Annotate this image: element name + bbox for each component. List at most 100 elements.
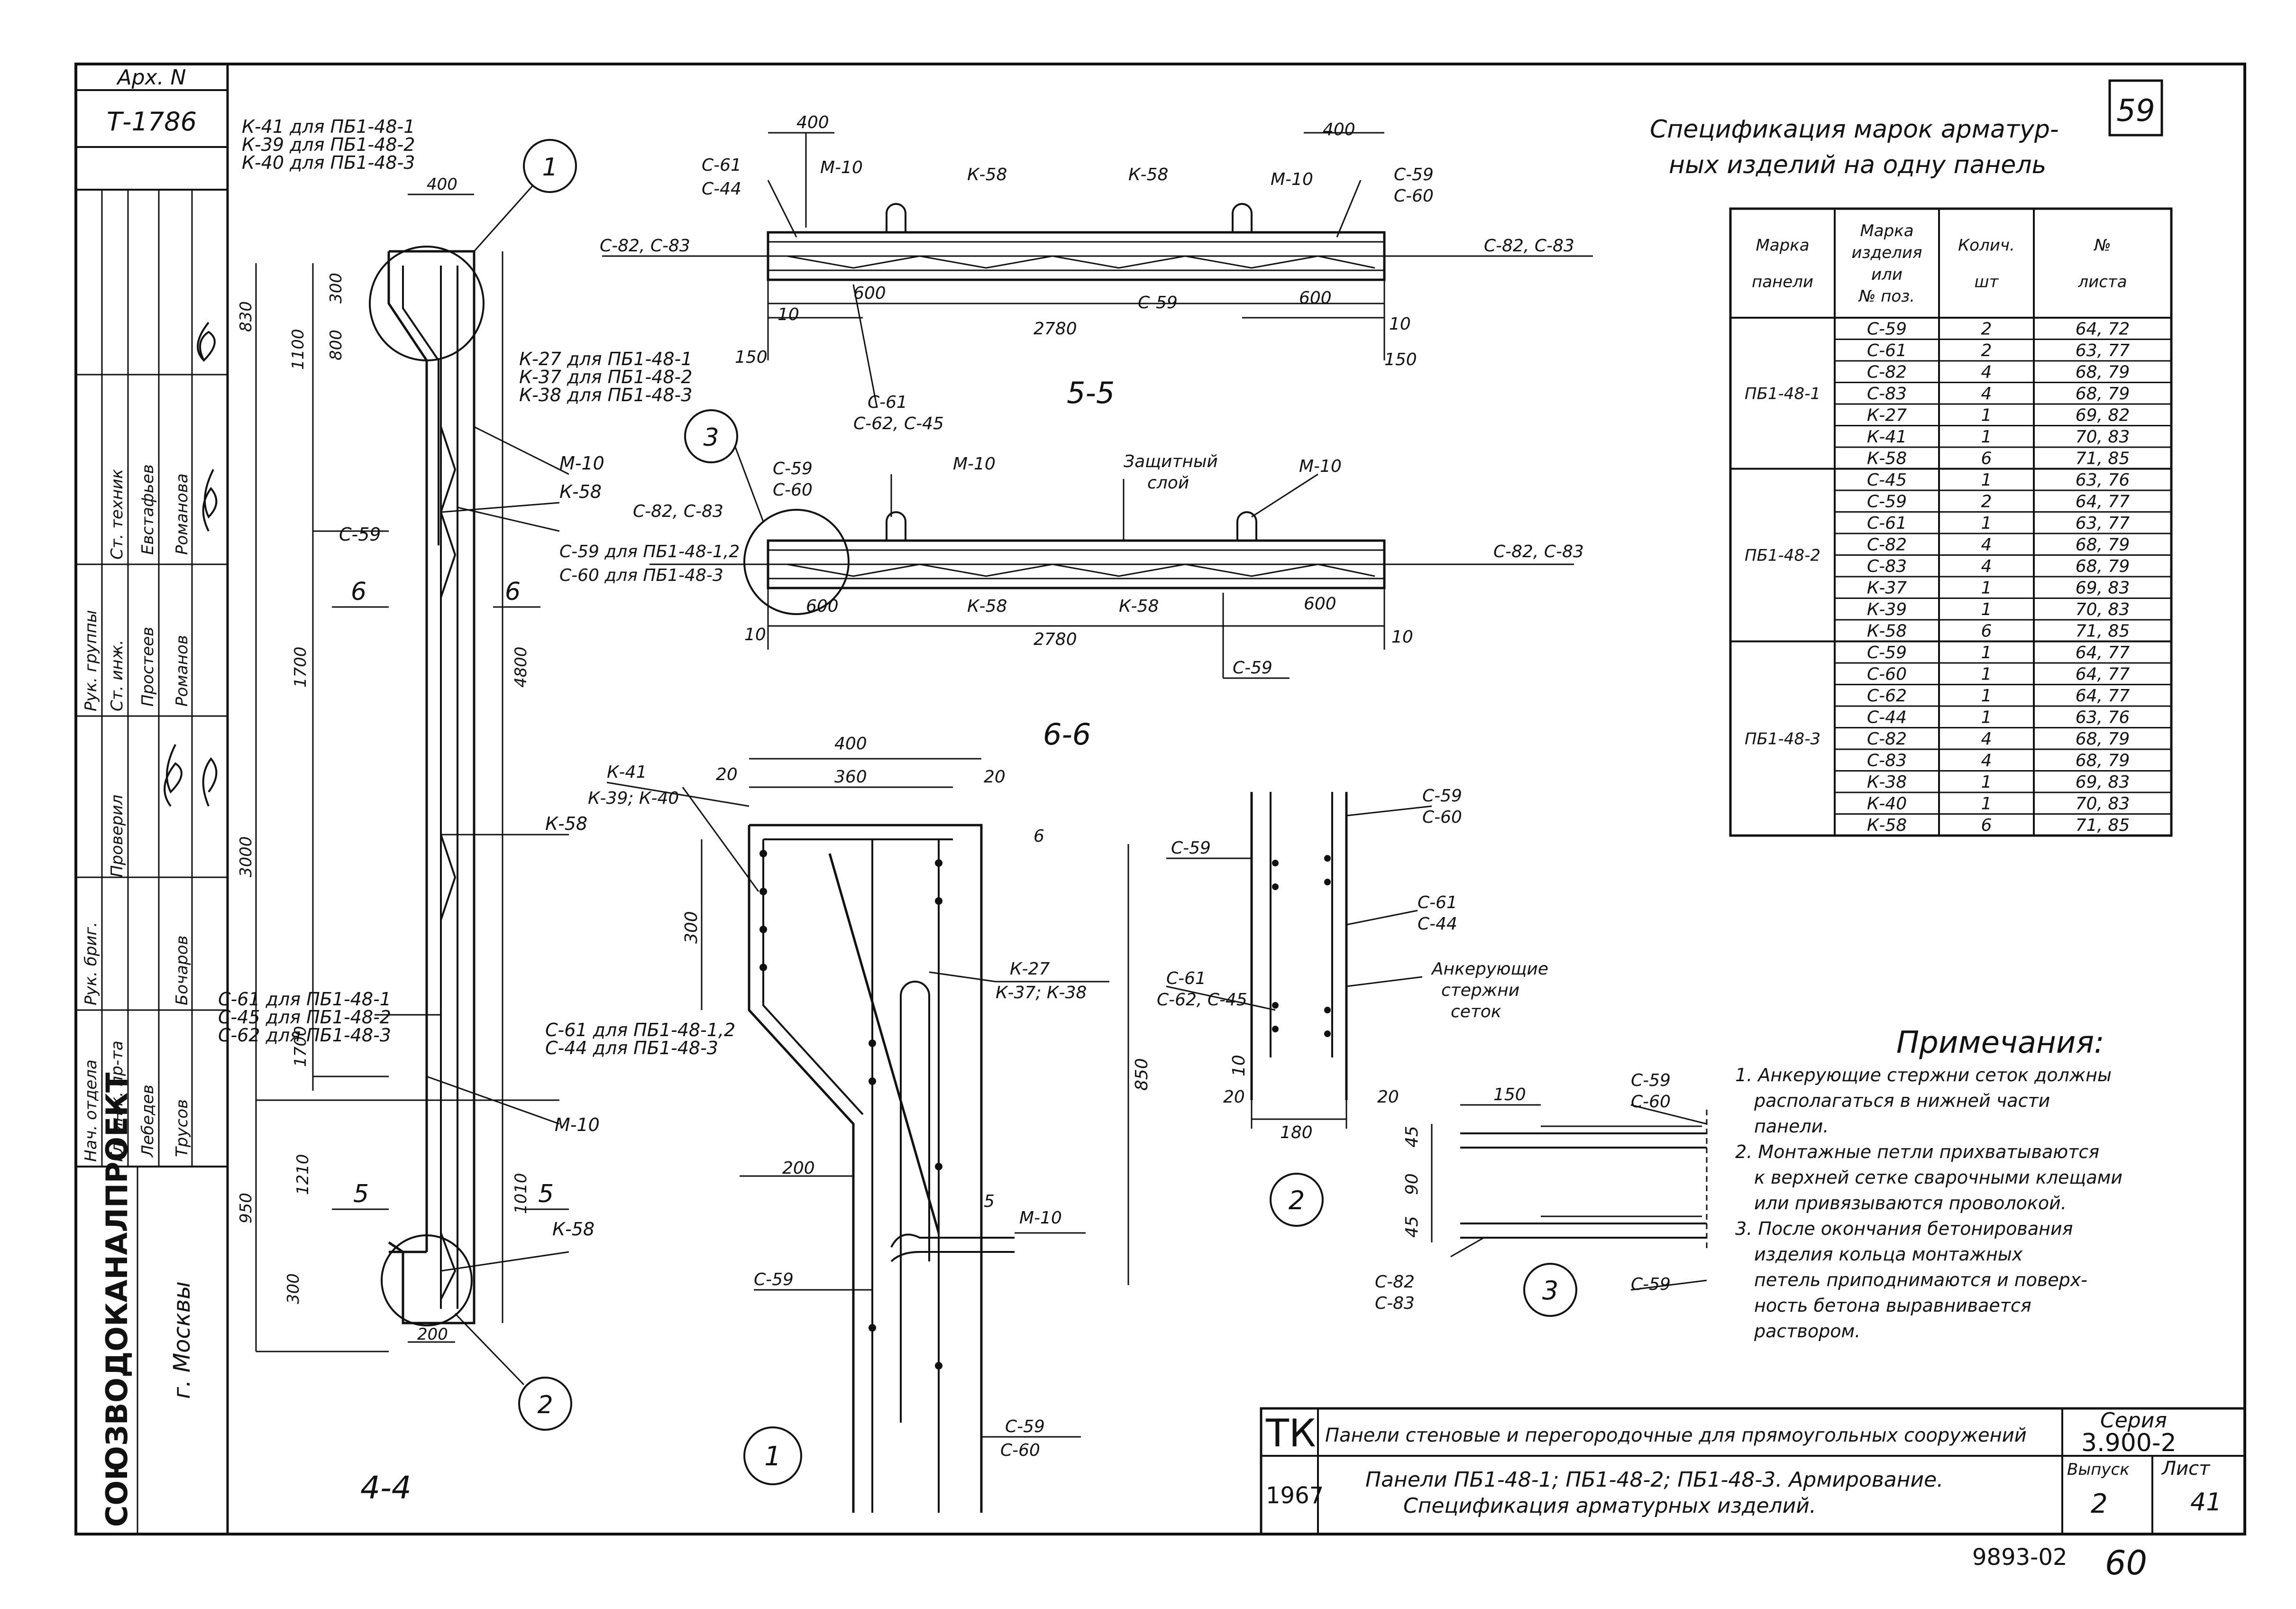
- tb-series: 3.900-2: [2081, 1429, 2177, 1457]
- spec-cell: С-59: [1867, 320, 1907, 339]
- dim-10: 10: [744, 625, 766, 644]
- view-title-4-4: 4-4: [360, 1470, 412, 1506]
- circle-3-detail: 3: [1542, 1276, 1558, 1306]
- label-c59: С-59: [773, 459, 813, 478]
- dim-20: 20: [716, 765, 738, 784]
- spec-cell: 1: [1981, 794, 1992, 814]
- dim-45: 45: [1402, 1126, 1422, 1148]
- tb-title: Панели стеновые и перегородочные для пря…: [1325, 1425, 2027, 1446]
- dim-400: 400: [427, 175, 457, 194]
- tb-series-label: Серия: [2100, 1408, 2167, 1433]
- dim-90: 90: [1402, 1173, 1422, 1195]
- spec-title: ных изделий на одну панель: [1669, 151, 2046, 179]
- signatures: [164, 322, 218, 807]
- spec-cell: 1: [1981, 772, 1992, 792]
- spec-cell: 2: [1981, 320, 1992, 339]
- label-c44: С-44: [1418, 914, 1457, 934]
- tb-sheet: 41: [2190, 1488, 2222, 1517]
- spec-cell: 2: [1981, 492, 1992, 512]
- stamp-name: Простеев: [138, 627, 157, 707]
- detail-1: [606, 758, 1129, 1513]
- archive-label: Арх. N: [116, 65, 186, 90]
- stamp-name: Бочаров: [173, 936, 192, 1005]
- section-mark-5: 5: [538, 1180, 554, 1208]
- section-6: 6-6: [351, 599, 352, 600]
- dim-1010: 1010: [512, 1173, 531, 1214]
- sheet-number-box: [2108, 79, 2163, 137]
- spec-cell: 2: [1981, 341, 1992, 360]
- section-mark-5: 5: [353, 1180, 369, 1208]
- spec-panel-mark: ПБ1-48-1: [1745, 384, 1820, 403]
- spec-cell: 64, 77: [2076, 686, 2130, 706]
- spec-header-cell: Колич.шт: [1958, 236, 2015, 292]
- spec-cell: 70, 83: [2076, 427, 2130, 447]
- dim-200: 200: [782, 1158, 815, 1178]
- dim-600: 600: [1299, 288, 1332, 308]
- circle-1: 1: [542, 153, 558, 182]
- spec-cell: 4: [1981, 384, 1992, 404]
- label-k58: К-58: [552, 1219, 595, 1240]
- dim-45: 45: [1402, 1216, 1422, 1238]
- spec-cell: 68, 79: [2076, 751, 2130, 771]
- sheet-number: 59: [2116, 93, 2155, 129]
- section-mark-6: 6: [505, 578, 521, 606]
- dim-10: 10: [1229, 1055, 1249, 1076]
- label-k58: К-58: [1128, 165, 1168, 184]
- note-line: раствором.: [1754, 1321, 1860, 1342]
- spec-cell: 1: [1981, 600, 1992, 619]
- spec-cell: С-60: [1867, 665, 1907, 684]
- note-line: петель приподнимаются и поверх-: [1754, 1269, 2087, 1290]
- label-k27: К-27: [1010, 959, 1050, 979]
- spec-cell: 4: [1981, 363, 1992, 382]
- dim-10: 10: [1391, 627, 1413, 647]
- label-k40: К-40 для ПБ1-48-3: [242, 152, 415, 173]
- dim-4800: 4800: [512, 646, 531, 688]
- spec-cell: С-83: [1867, 384, 1907, 404]
- dim-180: 180: [1280, 1123, 1313, 1142]
- tb-desc: Спецификация арматурных изделий.: [1403, 1494, 1816, 1518]
- spec-cell: 64, 77: [2076, 492, 2130, 512]
- dim-5: 5: [984, 1192, 995, 1211]
- spec-cell: 71, 85: [2076, 449, 2130, 469]
- dim-300: 300: [327, 273, 346, 303]
- label-c60: С-60: [1000, 1441, 1040, 1460]
- spec-cell: С-44: [1867, 708, 1907, 727]
- view-4-4: [255, 139, 577, 1431]
- stamp-role: Ст. инж.: [108, 640, 127, 711]
- spec-cell: С-83: [1867, 751, 1907, 771]
- spec-cell: К-27: [1867, 406, 1907, 425]
- dim-800: 800: [327, 330, 346, 360]
- label-anchor: Анкерующие: [1431, 959, 1548, 979]
- note-line: панели.: [1754, 1116, 1829, 1137]
- dim-950: 950: [237, 1193, 256, 1223]
- spec-cell: К-38: [1867, 772, 1907, 792]
- label-c62c45: С-62, С-45: [853, 414, 944, 433]
- label-k41: К-41 для ПБ1-48-1: [242, 116, 415, 137]
- spec-cell: С-82: [1867, 535, 1907, 555]
- view-5-5: [602, 132, 1593, 408]
- dim-3000: 3000: [237, 836, 256, 877]
- detail-3: [1431, 1104, 1708, 1317]
- view-6-6: [649, 409, 1574, 679]
- label-c62c45: С-62, С-45: [1157, 990, 1247, 1010]
- label-anchor: сеток: [1451, 1002, 1501, 1021]
- stamp-role: Гл. инж. пр-та: [108, 1040, 127, 1162]
- dim-200: 200: [417, 1325, 448, 1344]
- circle-2: 2: [537, 1391, 553, 1419]
- note-line: 3. После окончания бетонирования: [1735, 1218, 2073, 1239]
- dim-10: 10: [778, 305, 799, 324]
- spec-cell: С-45: [1867, 470, 1907, 490]
- spec-cell: К-37: [1867, 579, 1907, 598]
- dim-600: 600: [806, 597, 839, 616]
- stamp-role: Рук. бриг.: [82, 922, 101, 1005]
- spec-cell: 68, 79: [2076, 535, 2130, 555]
- label-c82c83: С-82, С-83: [600, 236, 690, 256]
- label-c59: С-59: [339, 524, 381, 545]
- spec-cell: 70, 83: [2076, 600, 2130, 619]
- label-c83: С-83: [1375, 1294, 1415, 1313]
- label-c59: С-59: [1422, 786, 1462, 806]
- title-block: [1260, 1407, 2246, 1535]
- label-k58: К-58: [967, 597, 1007, 616]
- label-c59: С-59: [1631, 1071, 1671, 1090]
